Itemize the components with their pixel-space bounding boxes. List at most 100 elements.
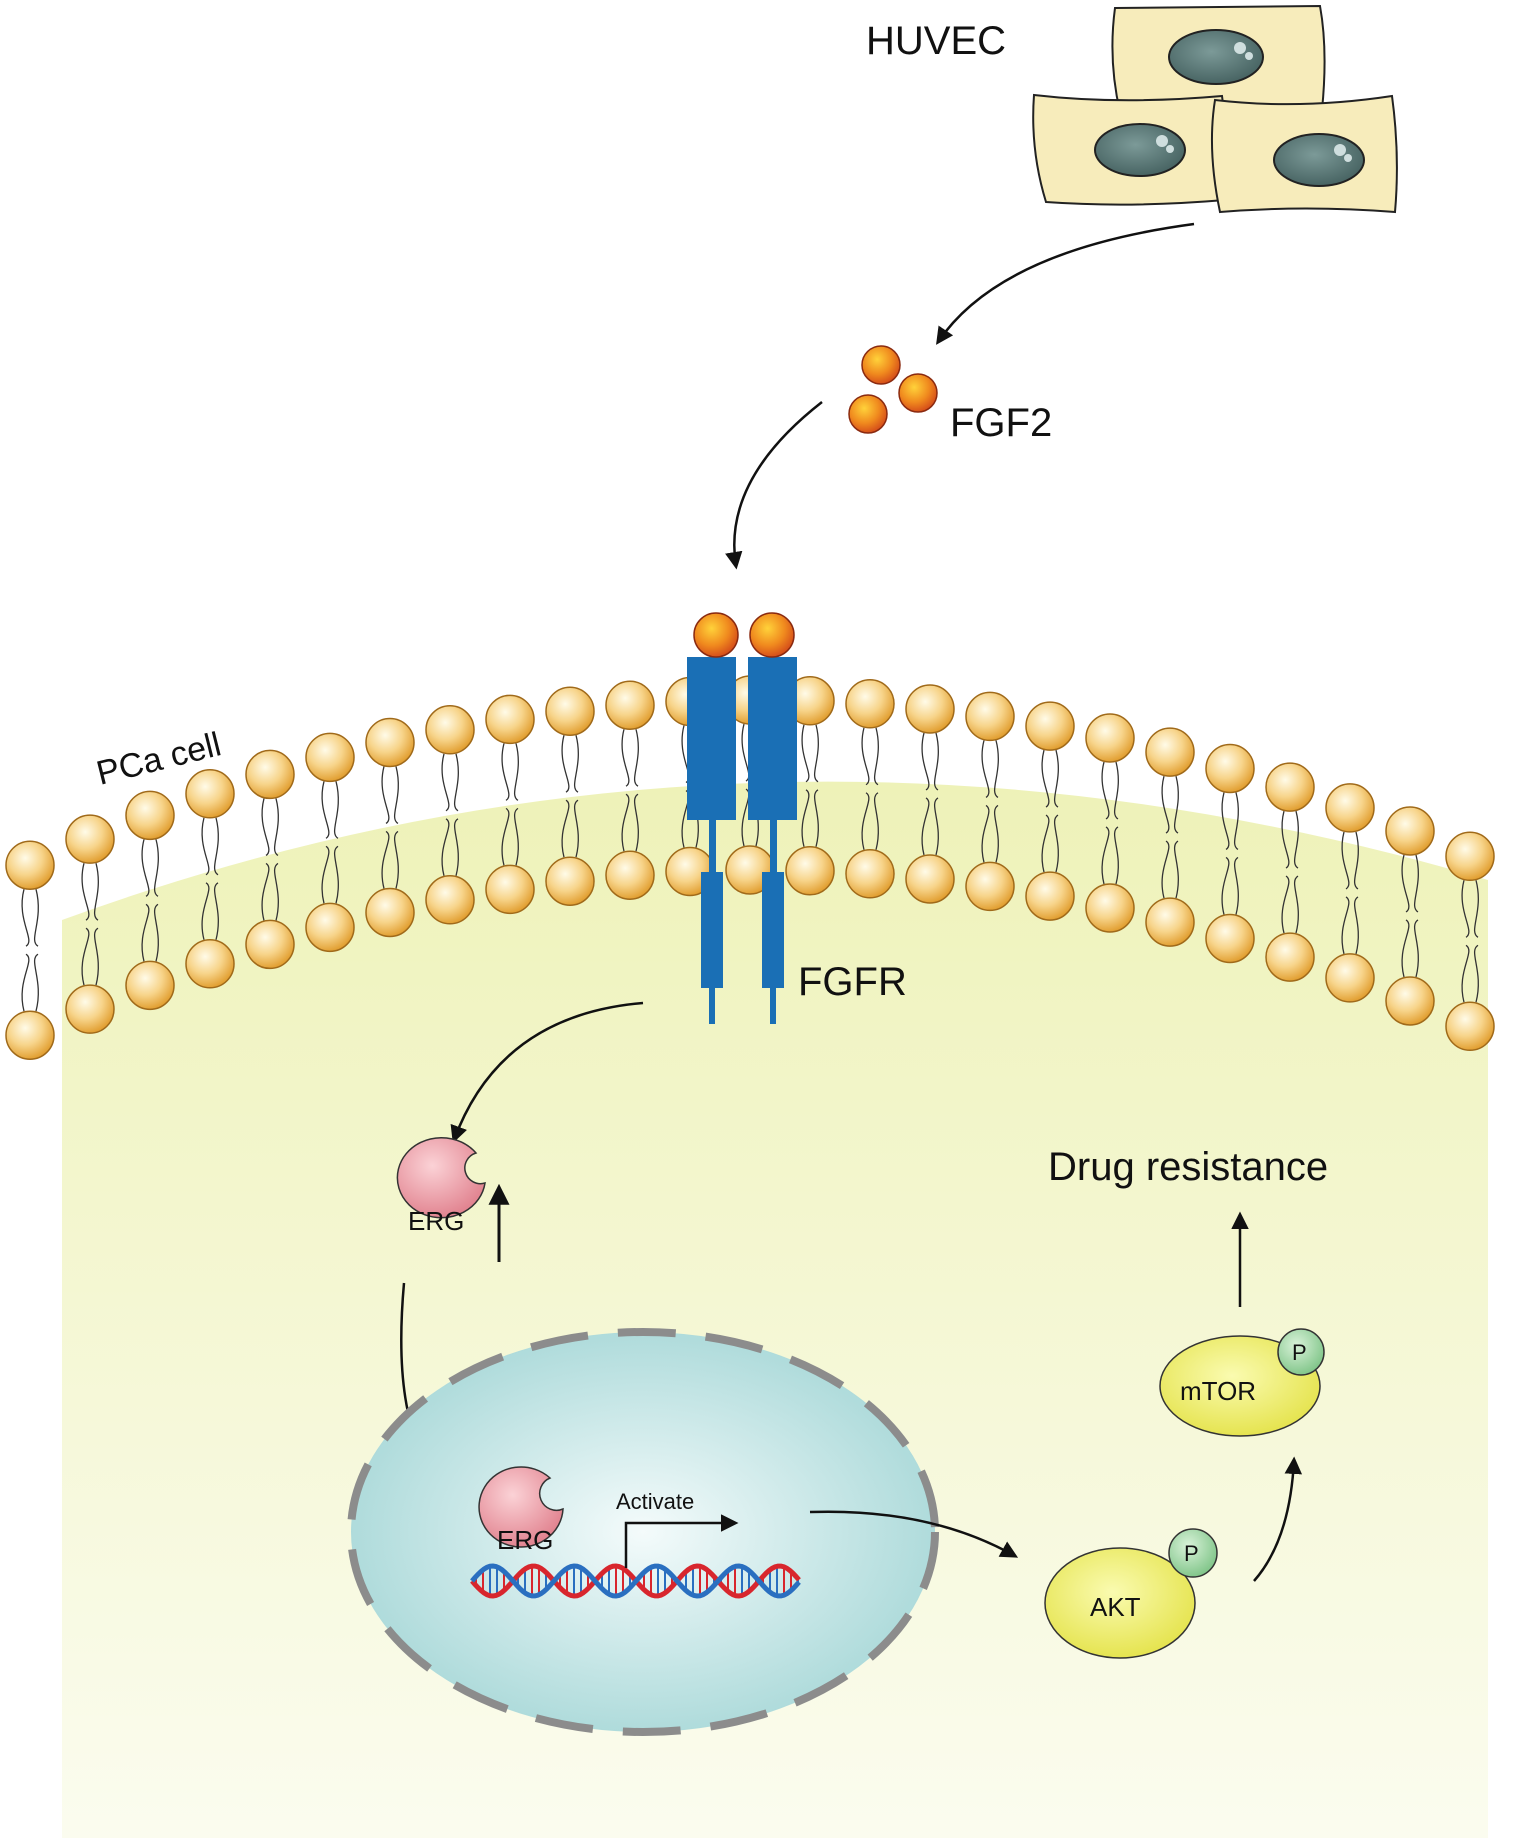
lipid-head <box>1385 976 1435 1026</box>
lipid-tail <box>33 953 39 1012</box>
akt-label: AKT <box>1090 1592 1141 1622</box>
lipid-head <box>425 875 475 925</box>
lipid-tail <box>801 724 810 783</box>
lipid-head <box>965 861 1015 912</box>
lipid-tail <box>1341 831 1350 890</box>
erg-protein-icon <box>478 1466 564 1548</box>
lipid-tail <box>621 793 630 852</box>
lipid-tail <box>393 830 399 889</box>
lipid-tail <box>921 732 930 791</box>
lipid-tail <box>1173 840 1179 899</box>
fgf2-label: FGF2 <box>950 401 1052 445</box>
lipid-tail <box>621 729 630 787</box>
arrow-nucleus-to-akt <box>809 1510 1019 1558</box>
lipid-head <box>425 705 475 755</box>
drug-resistance-label: Drug resistance <box>1048 1145 1328 1189</box>
lipid-tail <box>993 740 999 798</box>
lipid-head <box>1145 727 1195 777</box>
lipid-tail <box>873 727 879 786</box>
lipid-tail <box>1473 880 1479 938</box>
lipid-head <box>1445 831 1495 882</box>
arrow-fgfr-to-erg <box>450 1001 644 1144</box>
lipid-tail <box>861 792 870 850</box>
lipid-head <box>905 684 955 734</box>
lipid-tail <box>873 792 879 850</box>
lipid-tail <box>81 862 90 921</box>
lipid-tail <box>1041 749 1050 808</box>
mtor-label: mTOR <box>1180 1376 1256 1406</box>
lipid-tail <box>1461 880 1470 938</box>
fgfr-label: FGFR <box>798 960 907 1004</box>
lipid-tail <box>981 740 990 798</box>
lipid-tail <box>813 789 819 847</box>
lipid-tail <box>1101 761 1110 820</box>
lipid-head <box>1325 783 1375 833</box>
lipid-head <box>965 691 1015 742</box>
lipid-tail <box>201 817 210 876</box>
lipid-tail <box>573 735 579 793</box>
nucleus-icon <box>347 1328 939 1736</box>
lipid-head <box>305 902 355 953</box>
lipid-tail <box>1173 775 1179 834</box>
huvec-label: HUVEC <box>866 19 1006 63</box>
lipid-head <box>905 854 955 904</box>
lipid-tail <box>1293 810 1299 869</box>
lipid-tail <box>861 727 870 786</box>
lipid-head <box>1205 913 1255 964</box>
lipid-tail <box>633 729 639 787</box>
lipid-tail <box>741 788 750 847</box>
lipid-head <box>1445 1001 1495 1052</box>
lipid-tail <box>261 862 270 921</box>
lipid-head <box>5 840 55 890</box>
activate-label: Activate <box>616 1489 694 1514</box>
lipid-tail <box>261 798 270 856</box>
lipid-head <box>605 850 655 900</box>
lipid-head <box>1145 897 1195 947</box>
lipid-tail <box>81 927 90 986</box>
lipid-tail <box>933 797 939 856</box>
lipid-tail <box>453 753 459 812</box>
lipid-tail <box>1281 875 1290 934</box>
lipid-head <box>65 984 115 1034</box>
arrow-huvec-to-fgf2 <box>936 222 1195 345</box>
lipid-tail <box>273 862 279 921</box>
lipid-tail <box>1293 875 1299 934</box>
lipid-tail <box>1221 792 1230 851</box>
lipid-tail <box>213 817 219 876</box>
arrow-akt-to-mtor <box>1253 1456 1303 1582</box>
lipid-head <box>485 864 535 915</box>
lipid-tail <box>1113 761 1119 820</box>
lipid-tail <box>141 839 150 897</box>
lipid-tail <box>1161 775 1170 834</box>
arrow-fgf2-to-fgfr <box>725 401 823 570</box>
fgf2-ligand-icon <box>848 345 938 434</box>
lipid-tail <box>993 804 999 863</box>
lipid-tail <box>33 889 39 947</box>
erg-cytoplasm-label: ERG <box>408 1206 464 1236</box>
lipid-head <box>365 887 415 938</box>
lipid-tail <box>381 766 390 824</box>
lipid-tail <box>573 799 579 858</box>
lipid-head <box>365 717 415 768</box>
lipid-tail <box>93 927 99 986</box>
lipid-head <box>125 790 175 841</box>
lipid-tail <box>561 735 570 793</box>
lipid-tail <box>561 799 570 858</box>
lipid-tail <box>1461 944 1470 1003</box>
lipid-head <box>185 769 235 819</box>
lipid-tail <box>1281 810 1290 869</box>
lipid-tail <box>933 732 939 791</box>
fgfr-receptor-icon <box>687 612 797 1024</box>
lipid-head <box>845 679 895 729</box>
lipid-head <box>485 694 535 745</box>
lipid-tail <box>1401 854 1410 913</box>
lipid-tail <box>501 743 510 801</box>
phosphate-icon <box>1168 1528 1218 1578</box>
lipid-tail <box>441 818 450 876</box>
lipid-tail <box>981 804 990 863</box>
lipid-tail <box>321 845 330 904</box>
lipid-tail <box>1161 840 1170 899</box>
lipid-tail <box>453 818 459 876</box>
lipid-head <box>125 960 175 1011</box>
